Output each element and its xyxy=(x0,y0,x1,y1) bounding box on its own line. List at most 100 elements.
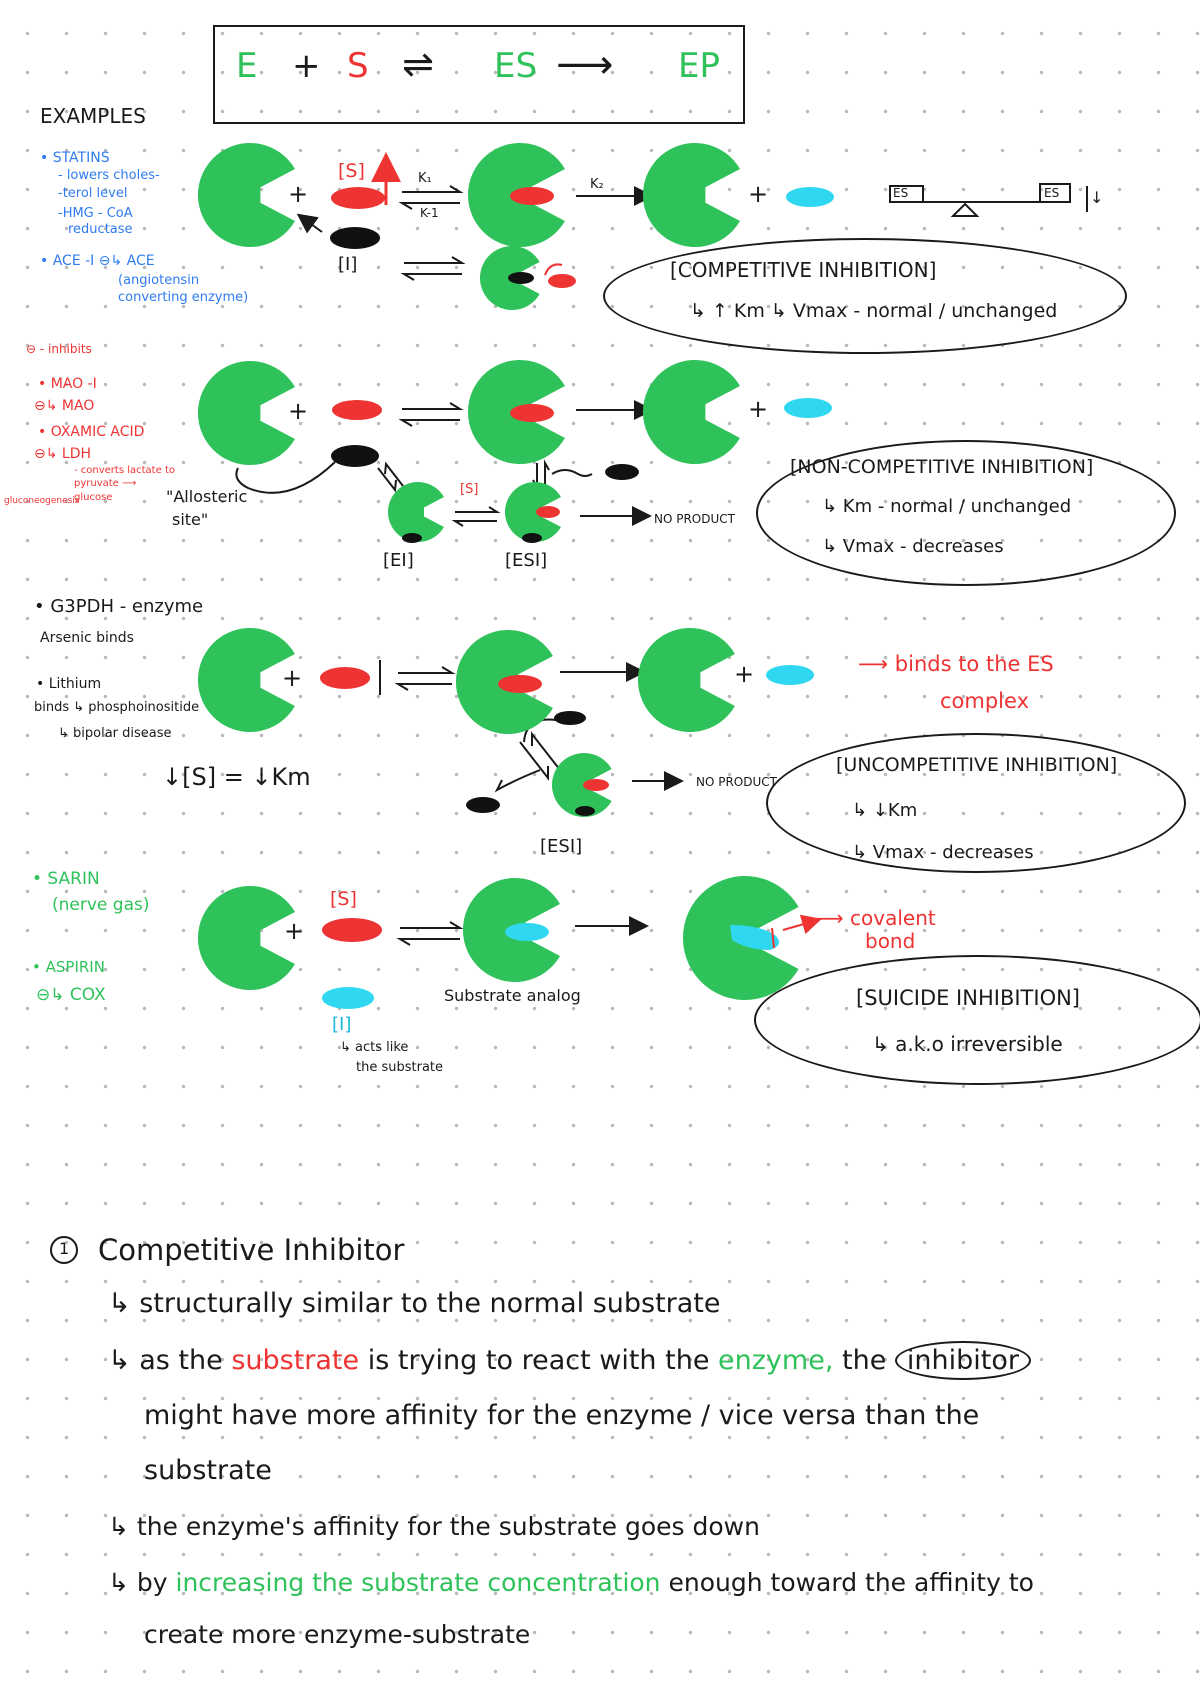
noncompetitive-vmax: ↳ Vmax - decreases xyxy=(822,536,1004,557)
k1-label: K₁ xyxy=(418,171,432,186)
note-line-2-enzyme: enzyme, xyxy=(718,1345,834,1376)
inhibitor-bind-arrow xyxy=(296,213,323,234)
mao-l1: ⊖↳ MAO xyxy=(34,398,95,414)
competitive-title: [COMPETITIVE INHIBITION] xyxy=(670,258,937,282)
equation-box xyxy=(213,25,745,124)
uncompetitive-title: [UNCOMPETITIVE INHIBITION] xyxy=(836,754,1118,776)
covalent-analog xyxy=(730,925,779,950)
equilibrium-arrows-1 xyxy=(398,185,466,281)
enzyme-product-1 xyxy=(642,143,740,248)
displaced-substrate-1 xyxy=(548,274,576,288)
note-number: 1 xyxy=(59,1239,70,1258)
note-line-6-green: increasing the substrate concentration xyxy=(175,1568,661,1597)
eq-es: ES xyxy=(494,46,538,86)
bound-substrate-2 xyxy=(510,404,554,422)
ace-l1: (angiotensin xyxy=(118,273,200,288)
substrate-analog-label: Substrate analog xyxy=(444,986,581,1005)
note-line-6-b: enough toward the affinity to xyxy=(668,1568,1034,1597)
product-1 xyxy=(786,187,834,207)
inhibitor-3-out xyxy=(466,797,500,813)
product-3 xyxy=(766,665,814,685)
lithium: • Lithium xyxy=(36,676,102,692)
ldh: ⊖↳ LDH xyxy=(34,446,92,462)
statins-l3: -HMG - CoA xyxy=(58,206,133,221)
allosteric-label: "Allosteric xyxy=(166,487,248,506)
allosteric-arrow xyxy=(235,461,336,494)
uncompetitive-vmax: ↳ Vmax - decreases xyxy=(852,842,1034,863)
oxamic: • OXAMIC ACID xyxy=(38,424,145,440)
suicide-title: [SUICIDE INHIBITION] xyxy=(856,986,1080,1010)
bound-substrate-1 xyxy=(510,187,554,205)
bound-inhibitor-1 xyxy=(508,272,534,284)
note-line-6: ↳ by increasing the substrate concentrat… xyxy=(108,1568,1034,1597)
number-circle xyxy=(50,1236,78,1264)
noncompetitive-km: ↳ Km - normal / unchanged xyxy=(822,496,1072,517)
plus-1a: + xyxy=(288,180,309,208)
inhibitor-4 xyxy=(322,987,374,1009)
uncompetitive-ellipse xyxy=(766,733,1186,873)
bound-inhibitor-esi-3 xyxy=(575,806,595,816)
uncompetitive-km: ↳ ↓Km xyxy=(852,800,918,821)
arsenic: Arsenic binds xyxy=(40,630,134,646)
displaced-arrow xyxy=(544,263,563,276)
bound-analog-4 xyxy=(505,923,549,941)
ldh-l3: gluconeogenesis xyxy=(4,496,80,506)
mao: • MAO -I xyxy=(38,376,97,392)
substrate-4 xyxy=(322,918,382,942)
plus-1b: + xyxy=(748,180,769,208)
enzyme-free-1 xyxy=(197,143,295,248)
ldh-l1: - converts lactate to xyxy=(74,465,175,476)
inhibitor-3-in xyxy=(554,711,586,725)
suicide-ellipse xyxy=(754,955,1200,1085)
statins-l1: - lowers choles- xyxy=(58,168,160,183)
aspirin: • ASPIRIN xyxy=(32,958,105,976)
bound-substrate-esi-3 xyxy=(583,779,609,791)
statins-l2: -terol level xyxy=(58,186,128,201)
note-line-6-a: ↳ by xyxy=(108,1568,168,1597)
examples-title: EXAMPLES xyxy=(40,104,146,128)
enzyme-product-2 xyxy=(642,360,740,464)
no-product-2: NO PRODUCT xyxy=(654,512,735,526)
allosteric-inhibitor-esi xyxy=(522,533,542,543)
note-line-2-inhibitor: inhibitor xyxy=(894,1341,1031,1380)
binds-complex: complex xyxy=(940,689,1029,713)
eq-enzyme: E xyxy=(236,46,258,86)
plus-3b: + xyxy=(734,660,755,688)
bound-substrate-esi xyxy=(536,506,560,518)
aspirin-l1: ⊖↳ COX xyxy=(36,985,106,1005)
eq-equilibrium: ⇌ xyxy=(402,42,434,86)
covalent-arrow xyxy=(782,914,822,935)
covalent-bond-mark xyxy=(771,927,775,949)
ldh-l4: glucose xyxy=(74,492,113,503)
plus-3a: + xyxy=(282,664,303,692)
note-line-4: substrate xyxy=(144,1455,272,1486)
substrate-3 xyxy=(320,667,370,689)
note-line-2: ↳ as the substrate is trying to react wi… xyxy=(108,1341,1031,1380)
statins-l4: reductase xyxy=(68,222,133,237)
eq-ep: EP xyxy=(678,46,720,86)
s-label-4: [S] xyxy=(330,888,357,910)
s-small-2: [S] xyxy=(460,482,479,497)
competitive-ellipse xyxy=(603,238,1127,354)
note-heading: Competitive Inhibitor xyxy=(98,1233,405,1267)
substrate-1 xyxy=(331,187,385,209)
noncompetitive-ellipse xyxy=(756,440,1176,586)
km-rule: ↓[S] = ↓Km xyxy=(162,763,311,791)
acts-like-l2: the substrate xyxy=(356,1060,444,1075)
seesaw-down-arrow: ↓ xyxy=(1090,188,1104,207)
s-label-1: [S] xyxy=(338,160,365,182)
eq-arrow: ⟶ xyxy=(556,42,614,88)
sarin-l1: (nerve gas) xyxy=(52,895,150,915)
lithium-l2: ↳ bipolar disease xyxy=(58,726,172,741)
note-line-7: create more enzyme-substrate xyxy=(144,1620,531,1649)
i-label-4: [I] xyxy=(332,1014,352,1035)
enzyme-product-3 xyxy=(637,628,735,732)
competitive-effect: ↳ ↑ Km ↳ Vmax - normal / unchanged xyxy=(690,300,1058,322)
sarin: • SARIN xyxy=(32,869,100,889)
ldh-l2: pyruvate ⟶ xyxy=(74,478,137,489)
bond-label: bond xyxy=(865,929,916,953)
esi-label-2: [ESI] xyxy=(505,550,548,571)
bound-substrate-3 xyxy=(498,675,542,693)
ace-l2: converting enzyme) xyxy=(118,290,249,305)
no-product-3: NO PRODUCT xyxy=(696,775,777,789)
